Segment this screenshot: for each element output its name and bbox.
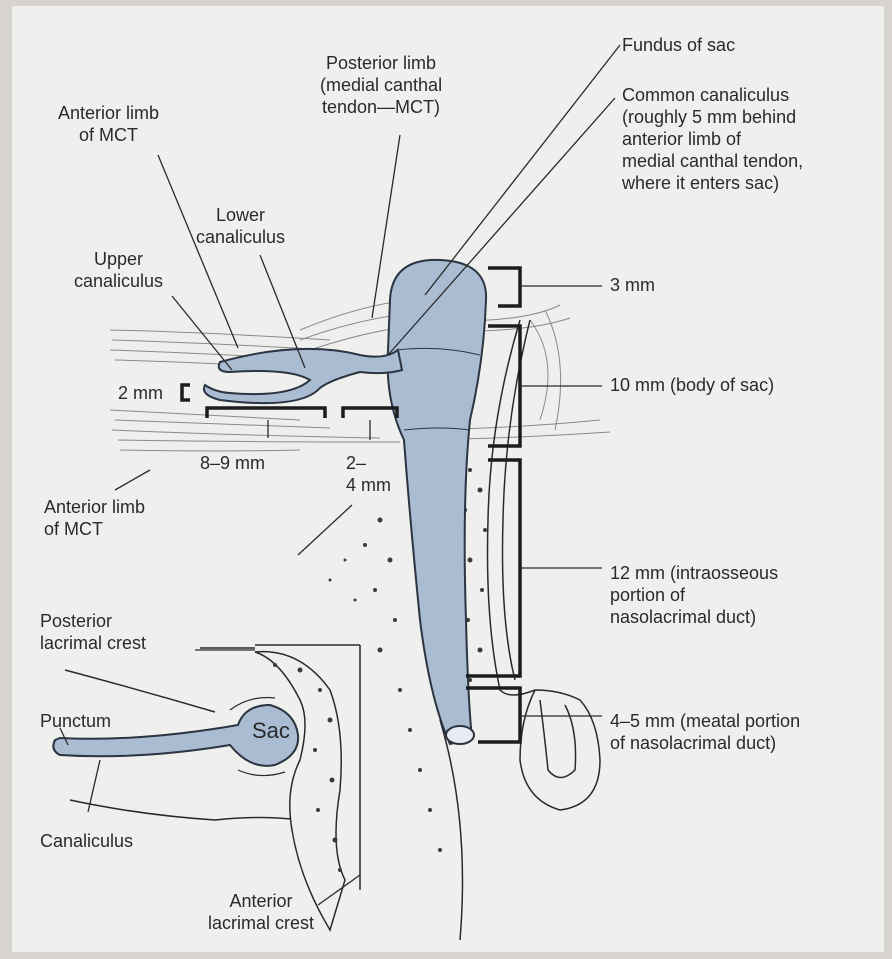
four-five-mm-label: 4–5 mm (meatal portion of nasolacrimal d… bbox=[610, 710, 800, 754]
ten-mm-label: 10 mm (body of sac) bbox=[610, 374, 774, 396]
lower-canaliculus-label: Lower canaliculus bbox=[196, 204, 285, 248]
fundus-label: Fundus of sac bbox=[622, 34, 735, 56]
two-four-mm-label: 2– 4 mm bbox=[346, 452, 391, 496]
anterior-limb-bottom-label: Anterior limb of MCT bbox=[44, 496, 145, 540]
duct-opening bbox=[446, 726, 474, 744]
common-canaliculus-label: Common canaliculus (roughly 5 mm behind … bbox=[622, 84, 803, 194]
canaliculus-label: Canaliculus bbox=[40, 830, 133, 852]
posterior-limb-label: Posterior limb (medial canthal tendon—MC… bbox=[320, 52, 442, 118]
twelve-mm-label: 12 mm (intraosseous portion of nasolacri… bbox=[610, 562, 778, 628]
three-mm-label: 3 mm bbox=[610, 274, 655, 296]
upper-canaliculus-label: Upper canaliculus bbox=[74, 248, 163, 292]
posterior-crest-label: Posterior lacrimal crest bbox=[40, 610, 146, 654]
two-mm-label: 2 mm bbox=[118, 382, 163, 404]
eight-nine-mm-label: 8–9 mm bbox=[200, 452, 265, 474]
sac-label: Sac bbox=[252, 720, 290, 742]
anterior-limb-top-label: Anterior limb of MCT bbox=[58, 102, 159, 146]
punctum-label: Punctum bbox=[40, 710, 111, 732]
anterior-crest-label: Anterior lacrimal crest bbox=[208, 890, 314, 934]
